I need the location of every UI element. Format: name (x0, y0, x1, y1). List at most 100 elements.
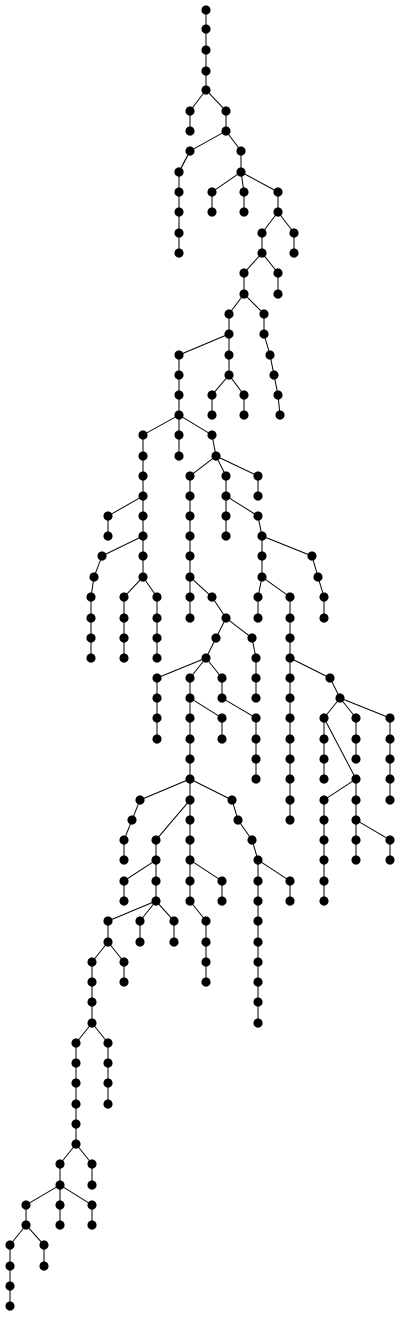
tree-node (21, 1220, 31, 1230)
tree-node (119, 633, 129, 643)
tree-node (224, 370, 234, 380)
tree-node (185, 896, 195, 906)
tree-node (319, 876, 329, 886)
tree-node (211, 451, 221, 461)
tree-node (253, 511, 263, 521)
tree-edge (156, 657, 207, 679)
tree-node (217, 713, 227, 723)
tree-node (285, 653, 295, 663)
tree-node (185, 592, 195, 602)
tree-node (151, 896, 161, 906)
tree-node (55, 1180, 65, 1190)
tree-node (319, 713, 329, 723)
tree-node (152, 592, 162, 602)
tree-edge (205, 89, 227, 112)
tree-node (185, 876, 195, 886)
tree-node (174, 350, 184, 360)
tree-node (351, 754, 361, 764)
tree-node (285, 774, 295, 784)
tree-node (151, 876, 161, 886)
tree-node (185, 572, 195, 582)
tree-node (319, 734, 329, 744)
tree-node (335, 693, 345, 703)
tree-node (119, 653, 129, 663)
tree-node (138, 551, 148, 561)
tree-node (227, 795, 237, 805)
tree-node (385, 754, 395, 764)
tree-node (119, 613, 129, 623)
tree-node (55, 1220, 65, 1230)
tree-node (201, 85, 211, 95)
tree-edge (323, 778, 357, 801)
tree-node (385, 855, 395, 865)
tree-edge (257, 859, 291, 882)
tree-node (135, 937, 145, 947)
tree-edge (261, 535, 313, 557)
tree-node (87, 1018, 97, 1028)
tree-node (201, 24, 211, 34)
tree-edge (178, 414, 213, 436)
tree-node (221, 126, 231, 136)
tree-node (251, 734, 261, 744)
tree-node (285, 592, 295, 602)
tree-node (257, 551, 267, 561)
tree-node (239, 390, 249, 400)
tree-edge (339, 697, 391, 719)
tree-node (273, 268, 283, 278)
tree-node (185, 855, 195, 865)
tree-node (239, 268, 249, 278)
tree-node (253, 937, 263, 947)
tree-edge (215, 455, 259, 477)
tree-node (152, 653, 162, 663)
tree-node (185, 673, 195, 683)
tree-node (217, 734, 227, 744)
tree-node (273, 187, 283, 197)
tree-node (201, 66, 211, 76)
tree-node (289, 228, 299, 238)
tree-node (259, 329, 269, 339)
tree-node (247, 633, 257, 643)
tree-node (221, 471, 231, 481)
tree-node (119, 977, 129, 987)
tree-node (285, 693, 295, 703)
tree-node (253, 957, 263, 967)
tree-node (224, 309, 234, 319)
tree-node (71, 1078, 81, 1088)
tree-node (185, 491, 195, 501)
tree-edge (323, 717, 357, 780)
tree-node (152, 673, 162, 683)
tree-node (135, 916, 145, 926)
tree-node (253, 876, 263, 886)
tree-node (285, 795, 295, 805)
tree-node (319, 835, 329, 845)
tree-node (233, 815, 243, 825)
tree-node (385, 835, 395, 845)
tree-node (119, 876, 129, 886)
tree-node (201, 937, 211, 947)
tree-edge (261, 576, 291, 598)
tree-node (169, 916, 179, 926)
tree-node (285, 876, 295, 886)
tree-node (211, 633, 221, 643)
tree-node (174, 228, 184, 238)
tree-node (221, 491, 231, 501)
tree-node (257, 228, 267, 238)
tree-node (385, 795, 395, 805)
tree-node (71, 1139, 81, 1149)
tree-edge (142, 414, 180, 436)
tree-node (201, 653, 211, 663)
tree-node (285, 734, 295, 744)
tree-node (351, 734, 361, 744)
tree-node (103, 531, 113, 541)
tree-node (221, 531, 231, 541)
tree-node (138, 451, 148, 461)
tree-node (257, 248, 267, 258)
tree-edge (107, 900, 157, 922)
tree-node (273, 207, 283, 217)
tree-node (86, 592, 96, 602)
tree-node (5, 1240, 15, 1250)
tree-node (89, 572, 99, 582)
tree-edge (59, 1184, 93, 1206)
tree-node (385, 734, 395, 744)
